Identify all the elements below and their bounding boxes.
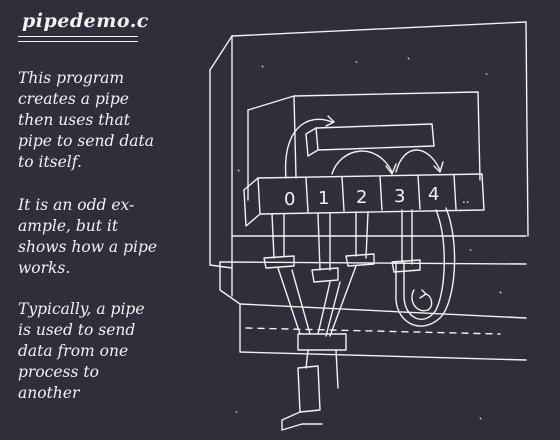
fd-slot-label: 4 (428, 184, 439, 205)
fd-cables (271, 207, 456, 327)
paragraph-odd-example: It is an odd ex- ample, but it shows how… (18, 195, 193, 279)
text-line: Typically, a pipe (18, 300, 145, 318)
text-line: is used to send (18, 321, 136, 339)
pipe-box (305, 123, 435, 157)
text-line: shows how a pipe (18, 238, 158, 256)
fd-slot-label: 1 (318, 188, 329, 209)
text-line: data from one (18, 342, 129, 360)
process-body (219, 235, 527, 361)
text-line: ample, but it (18, 217, 119, 235)
text-line: pipe to send data (18, 132, 154, 150)
pipe-arrows (284, 115, 444, 179)
process-box (209, 21, 529, 269)
text-line: to itself. (18, 153, 82, 171)
text-line: process to (18, 363, 99, 381)
title-underline (18, 36, 138, 42)
text-line: creates a pipe (18, 90, 129, 108)
chalk-speckles (235, 57, 502, 420)
cable-plugs (263, 253, 421, 283)
text-line: This program (18, 69, 125, 87)
page-title: pipedemo.c (22, 10, 149, 32)
text-line: It is an odd ex- (18, 196, 135, 214)
fd-slot-label: .. (462, 192, 470, 206)
fd-slot-label: 3 (394, 186, 405, 207)
text-line: works. (18, 259, 71, 277)
fd-table (243, 173, 485, 227)
fd-slot-label: 0 (284, 189, 295, 210)
text-line: then uses that (18, 111, 130, 129)
kernel-frame (247, 91, 481, 201)
paragraph-intro: This program creates a pipe then uses th… (18, 68, 193, 173)
text-line: another (18, 384, 80, 402)
fd-slot-label: 2 (356, 187, 367, 208)
paragraph-typical-use: Typically, a pipe is used to send data f… (18, 299, 193, 404)
output-cable (277, 265, 357, 431)
fd-slot-labels: 0 1 2 3 4 .. (284, 184, 470, 210)
